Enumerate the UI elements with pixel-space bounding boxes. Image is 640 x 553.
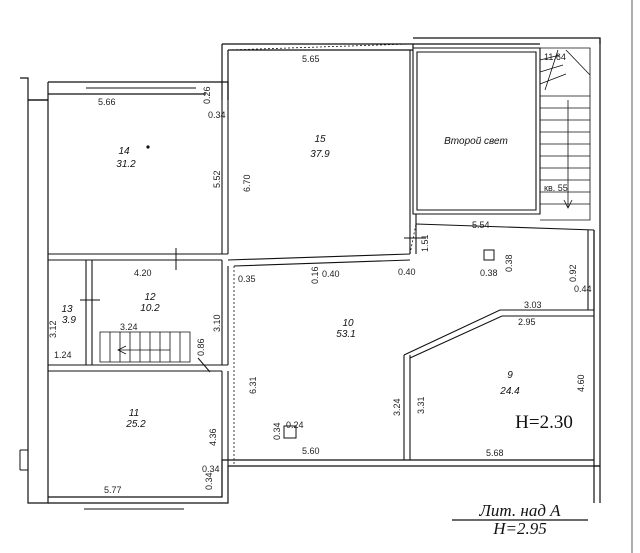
room-12-number: 12 xyxy=(144,292,156,303)
room-13-number: 13 xyxy=(61,304,73,315)
room-14-area: 31.2 xyxy=(116,159,136,170)
title-line1: Лит. над А xyxy=(478,501,561,520)
dim-038a: 0.38 xyxy=(480,268,498,278)
dim-566: 5.66 xyxy=(98,97,116,107)
room-9-height: H=2.30 xyxy=(515,412,573,433)
dim-554: 5.54 xyxy=(472,220,490,230)
dim-312: 3.12 xyxy=(48,320,58,338)
dim-086: 0.86 xyxy=(196,338,206,356)
dim-460: 4.60 xyxy=(576,374,586,392)
dim-034c: 0.34 xyxy=(202,464,220,474)
dim-560: 5.60 xyxy=(302,446,320,456)
inner-walls xyxy=(48,47,595,497)
stair-room12 xyxy=(99,331,191,363)
title-line2: H=2.95 xyxy=(492,519,547,538)
dimension-labels-vertical: 0.26 0.34 5.52 6.70 1.51 0.38 0.92 0.16 … xyxy=(48,86,586,490)
dim-436: 4.36 xyxy=(208,428,218,446)
dim-324b: 3.24 xyxy=(392,398,402,416)
second-light-label: Второй свет xyxy=(444,136,508,147)
dim-577: 5.77 xyxy=(104,485,122,495)
columns xyxy=(283,249,495,439)
room-9-number: 9 xyxy=(507,370,513,381)
dim-034b: 0.34 xyxy=(272,422,282,440)
dim-331: 3.31 xyxy=(416,396,426,414)
point-marker xyxy=(146,145,150,149)
room-9-area: 24.4 xyxy=(499,386,520,397)
title-block: Лит. над А H=2.95 xyxy=(452,501,588,538)
dim-151: 1.51 xyxy=(420,234,430,252)
room-13-area: 3.9 xyxy=(62,315,76,326)
door-marks xyxy=(80,237,426,373)
dim-1164: 11.64 xyxy=(544,52,566,62)
dim-016: 0.16 xyxy=(310,266,320,284)
dim-420: 4.20 xyxy=(134,268,152,278)
room-10-area: 53.1 xyxy=(336,329,355,340)
dim-040b: 0.40 xyxy=(398,267,416,277)
dim-310: 3.10 xyxy=(212,314,222,332)
room-14-number: 14 xyxy=(118,146,130,157)
dim-565: 5.65 xyxy=(302,54,320,64)
stair-label: кв. 55 xyxy=(544,183,568,193)
room-15-area: 37.9 xyxy=(310,149,330,160)
dim-631: 6.31 xyxy=(248,376,258,394)
stair-top-right xyxy=(539,47,591,221)
room-15-number: 15 xyxy=(314,134,326,145)
dim-303: 3.03 xyxy=(524,300,542,310)
dim-026: 0.26 xyxy=(202,86,212,104)
windows xyxy=(19,81,540,510)
dim-568: 5.68 xyxy=(486,448,504,458)
room-11-number: 11 xyxy=(129,408,139,419)
dim-040a: 0.40 xyxy=(322,269,340,279)
dim-124: 1.24 xyxy=(54,350,72,360)
room-10-number: 10 xyxy=(342,318,354,329)
dim-324a: 3.24 xyxy=(120,322,138,332)
dim-552: 5.52 xyxy=(212,170,222,188)
dim-044: 0.44 xyxy=(574,284,592,294)
dim-038b: 0.38 xyxy=(504,254,514,272)
dimension-labels: 5.65 5.66 11.64 5.54 0.38 0.44 4.20 0.35… xyxy=(54,52,592,495)
outer-walls xyxy=(20,37,601,504)
dim-035: 0.35 xyxy=(238,274,256,284)
dim-092: 0.92 xyxy=(568,264,578,282)
dim-034a: 0.34 xyxy=(208,110,226,120)
dim-295: 2.95 xyxy=(518,317,536,327)
dim-024: 0.24 xyxy=(286,420,304,430)
room-12-area: 10.2 xyxy=(140,303,160,314)
dim-670: 6.70 xyxy=(242,174,252,192)
openings xyxy=(227,43,417,465)
dim-034d: 0.34 xyxy=(204,472,214,490)
room-11-area: 25.2 xyxy=(125,419,146,430)
